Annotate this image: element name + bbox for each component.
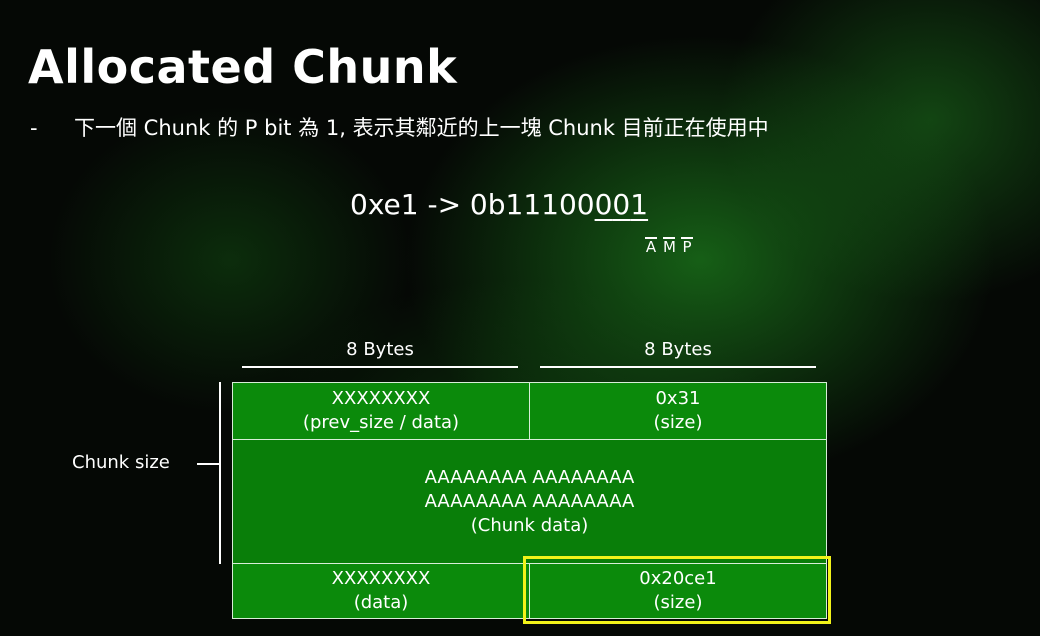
next-data-caption: (data) bbox=[353, 592, 409, 613]
chunk-data-caption: (Chunk data) bbox=[470, 514, 589, 536]
flag-m-label: M bbox=[663, 237, 676, 256]
bit-p: 1 bbox=[630, 188, 649, 221]
size-caption: (size) bbox=[653, 412, 703, 433]
formula-prefix: 0xe1 -> 0b11100 bbox=[350, 188, 595, 221]
column-header-left: 8 Bytes bbox=[346, 339, 414, 360]
flag-p-label: P bbox=[681, 237, 693, 256]
next-size-caption: (size) bbox=[653, 592, 703, 613]
next-size-highlight-box bbox=[523, 556, 831, 624]
flag-labels: A M P bbox=[645, 237, 693, 255]
flag-a-label: A bbox=[645, 237, 657, 256]
prev-size-caption: (prev_size / data) bbox=[302, 412, 460, 433]
chunk-data-line-2: AAAAAAAA AAAAAAAA bbox=[424, 490, 635, 512]
next-size-value: 0x20ce1 bbox=[639, 568, 717, 589]
bit-a: 0 bbox=[594, 188, 613, 221]
chunk-size-pointer bbox=[197, 463, 219, 465]
bit-m: 0 bbox=[612, 188, 631, 221]
chunk-data-cell: AAAAAAAA AAAAAAAA AAAAAAAA AAAAAAAA (Chu… bbox=[232, 439, 827, 564]
slide-title: Allocated Chunk bbox=[28, 40, 458, 94]
next-size-cell: 0x20ce1 (size) bbox=[529, 563, 827, 619]
next-data-cell: XXXXXXXX (data) bbox=[232, 563, 530, 619]
size-cell: 0x31 (size) bbox=[529, 382, 827, 440]
next-data-value: XXXXXXXX bbox=[331, 568, 431, 589]
size-binary-formula: 0xe1 -> 0b11100001 bbox=[350, 191, 648, 219]
column-header-right-rule bbox=[540, 366, 816, 368]
prev-size-cell: XXXXXXXX (prev_size / data) bbox=[232, 382, 530, 440]
chunk-size-bracket bbox=[219, 382, 221, 564]
size-value: 0x31 bbox=[655, 388, 701, 409]
bullet-text: 下一個 Chunk 的 P bit 為 1, 表示其鄰近的上一塊 Chunk 目… bbox=[74, 116, 769, 140]
bullet-marker: - bbox=[30, 116, 38, 140]
column-header-left-rule bbox=[242, 366, 518, 368]
chunk-size-label: Chunk size bbox=[72, 452, 170, 473]
chunk-data-line-1: AAAAAAAA AAAAAAAA bbox=[424, 466, 635, 488]
column-header-right: 8 Bytes bbox=[644, 339, 712, 360]
prev-size-value: XXXXXXXX bbox=[331, 388, 431, 409]
bullet-point: - 下一個 Chunk 的 P bit 為 1, 表示其鄰近的上一塊 Chunk … bbox=[30, 118, 769, 139]
